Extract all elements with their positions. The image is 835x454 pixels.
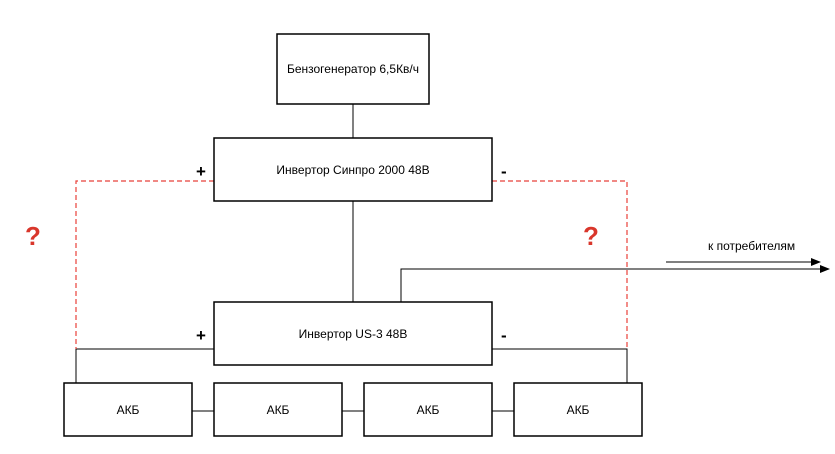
- proposed-minus-link: [492, 180, 628, 349]
- sinpro-minus-sign: -: [501, 162, 507, 181]
- us3-minus-to-battery-line: [492, 348, 628, 383]
- us3-plus-sign: +: [196, 326, 206, 345]
- battery-box-4: АКБ: [513, 382, 643, 437]
- battery-label: АКБ: [417, 403, 440, 417]
- battery-label: АКБ: [267, 403, 290, 417]
- battery-label: АКБ: [117, 403, 140, 417]
- question-mark-right: ?: [583, 221, 599, 251]
- battery-box-3: АКБ: [363, 382, 493, 437]
- proposed-plus-link: [75, 180, 214, 349]
- question-mark-left: ?: [25, 221, 41, 251]
- sinpro-inverter-box: Инвертор Синпро 2000 48В: [213, 137, 493, 202]
- battery-label: АКБ: [567, 403, 590, 417]
- output-line: [400, 265, 830, 302]
- sinpro-plus-sign: +: [196, 162, 206, 181]
- proposed-links: [75, 180, 628, 349]
- sinpro-inverter-label: Инвертор Синпро 2000 48В: [276, 163, 429, 177]
- us3-inverter-label: Инвертор US-3 48В: [299, 327, 408, 341]
- battery-box-2: АКБ: [213, 382, 343, 437]
- output-label: к потребителям: [708, 239, 795, 253]
- generator-box: Бензогенератор 6,5Кв/ч: [276, 33, 430, 105]
- generator-label: Бензогенератор 6,5Кв/ч: [287, 62, 419, 76]
- battery-box-1: АКБ: [63, 382, 193, 437]
- us3-minus-sign: -: [501, 326, 507, 345]
- us3-inverter-box: Инвертор US-3 48В: [213, 301, 493, 366]
- us3-plus-to-battery-line: [75, 348, 214, 383]
